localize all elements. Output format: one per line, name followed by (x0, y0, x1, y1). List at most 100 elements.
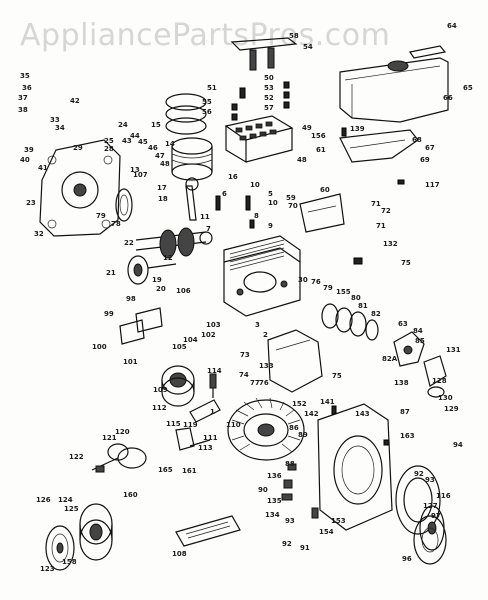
part-label-75: 75 (401, 259, 411, 267)
part-label-23: 23 (26, 199, 36, 207)
part-label-45: 45 (138, 138, 148, 146)
spark-plug (209, 373, 217, 398)
crankcase-cover (39, 139, 121, 237)
part-label-16: 16 (228, 173, 238, 181)
part-label-163: 163 (400, 432, 415, 440)
part-label-116: 116 (436, 492, 451, 500)
part-label-2: 2 (263, 331, 268, 339)
part-label-143: 143 (355, 410, 370, 418)
part-label-85: 85 (415, 337, 425, 345)
part-label-84: 84 (413, 327, 423, 335)
part-label-98: 98 (126, 295, 136, 303)
part-label-139: 139 (350, 125, 365, 133)
part-label-153: 153 (331, 517, 346, 525)
part-label-32: 32 (34, 230, 44, 238)
part-label-41: 41 (38, 164, 48, 172)
part-label-141: 141 (320, 398, 335, 406)
part-label-132: 132 (383, 240, 398, 248)
part-label-46: 46 (148, 144, 158, 152)
part-label-71: 71 (376, 222, 386, 230)
engine-block (223, 235, 301, 317)
part-label-94: 94 (453, 441, 463, 449)
piston (171, 137, 213, 181)
part-label-8: 8 (254, 212, 259, 220)
part-label-21: 21 (106, 269, 116, 277)
part-label-40: 40 (20, 156, 30, 164)
part-label-58: 58 (289, 32, 299, 40)
part-label-111: 111 (203, 434, 218, 442)
part-label-14: 14 (165, 140, 175, 148)
part-label-125: 125 (64, 505, 79, 513)
part-label-57: 57 (264, 104, 274, 112)
part-label-160: 160 (123, 491, 138, 499)
part-label-3: 3 (255, 321, 260, 329)
part-label-113: 113 (198, 444, 213, 452)
part-label-11: 11 (200, 213, 210, 221)
part-label-33: 33 (50, 116, 60, 124)
part-label-156: 156 (311, 132, 326, 140)
part-label-75: 75 (332, 372, 342, 380)
part-label-135: 135 (267, 497, 282, 505)
part-label-66: 66 (443, 94, 453, 102)
part-label-55: 55 (202, 98, 212, 106)
part-label-77: 77 (250, 379, 260, 387)
piston-rings (165, 93, 207, 135)
part-label-90: 90 (258, 486, 268, 494)
part-label-127: 127 (423, 502, 438, 510)
part-label-120: 120 (115, 428, 130, 436)
part-label-81: 81 (358, 302, 368, 310)
part-label-71: 71 (371, 200, 381, 208)
part-label-82A: 82A (382, 355, 398, 363)
blower-housing (317, 403, 393, 531)
part-label-89: 89 (298, 431, 308, 439)
part-label-12: 12 (163, 254, 173, 262)
part-label-18: 18 (158, 195, 168, 203)
part-label-117: 117 (425, 181, 440, 189)
part-label-74: 74 (239, 371, 249, 379)
fuel-tank (339, 45, 449, 123)
part-label-42: 42 (70, 97, 80, 105)
part-label-88: 88 (285, 460, 295, 468)
part-label-53: 53 (264, 84, 274, 92)
part-label-61: 61 (316, 146, 326, 154)
part-label-69: 69 (420, 156, 430, 164)
breather-plate (119, 307, 163, 345)
part-label-109: 109 (153, 386, 168, 394)
gasket-ring (115, 188, 133, 222)
part-label-97: 97 (431, 512, 441, 520)
part-label-78: 78 (111, 220, 121, 228)
bolt-column (231, 81, 290, 121)
valve-cover-assembly (224, 115, 294, 164)
part-label-108: 108 (172, 550, 187, 558)
part-label-19: 19 (152, 276, 162, 284)
carburetor (393, 331, 447, 398)
governor-linkage (175, 399, 221, 451)
part-label-82: 82 (371, 310, 381, 318)
part-label-68: 68 (412, 136, 422, 144)
part-label-52: 52 (264, 94, 274, 102)
seal-rings (321, 303, 379, 341)
part-label-79: 79 (323, 284, 333, 292)
part-label-36: 36 (22, 84, 32, 92)
part-label-155: 155 (336, 288, 351, 296)
part-label-93: 93 (425, 476, 435, 484)
part-label-103: 103 (206, 321, 221, 329)
part-label-29: 29 (73, 144, 83, 152)
part-label-56: 56 (202, 108, 212, 116)
part-label-24: 24 (118, 121, 128, 129)
muffler-bracket (230, 37, 298, 71)
part-label-129: 129 (444, 405, 459, 413)
part-label-20: 20 (156, 285, 166, 293)
crankshaft (135, 227, 213, 259)
part-label-96: 96 (402, 555, 412, 563)
part-label-60: 60 (320, 186, 330, 194)
part-label-119: 119 (183, 421, 198, 429)
part-label-35: 35 (20, 72, 30, 80)
hardware-bits (215, 127, 405, 446)
starter-pulley (161, 365, 195, 407)
recoil-assembly (91, 443, 147, 473)
part-label-158: 158 (62, 558, 77, 566)
flywheel (227, 397, 305, 461)
part-label-59: 59 (286, 194, 296, 202)
